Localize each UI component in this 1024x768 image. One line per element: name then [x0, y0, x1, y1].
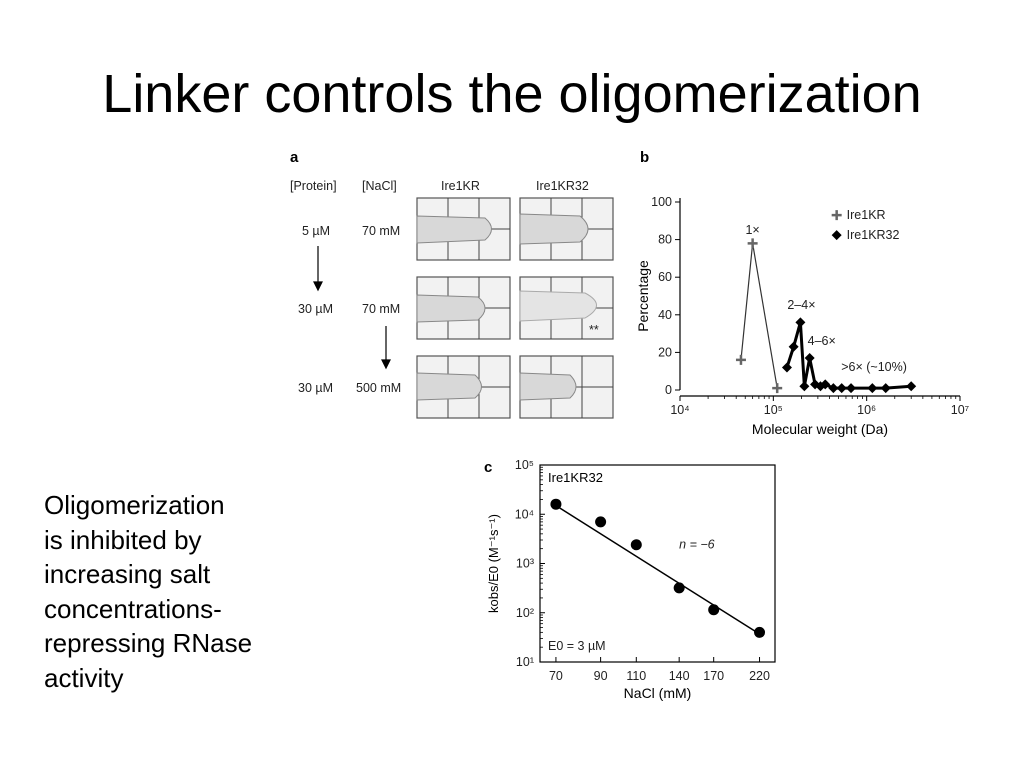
- x-tick-label: 10⁶: [857, 403, 876, 417]
- y-tick-label: 60: [658, 270, 672, 284]
- annotation: n = −6: [679, 538, 714, 552]
- data-point-diamond: [788, 341, 799, 352]
- annotation: >6× (~10%): [841, 360, 907, 374]
- data-point-plus: [772, 383, 783, 394]
- data-point-diamond: [867, 383, 878, 394]
- row-1-protein: 5 µM: [302, 224, 330, 238]
- y-tick-label: 10²: [516, 606, 534, 620]
- data-point-diamond: [906, 381, 917, 392]
- image-cell: [519, 355, 614, 419]
- slide-title: Linker controls the oligomerization: [102, 64, 922, 124]
- panel-a: a [Protein] [NaCl] Ire1KR Ire1KR32 5 µM …: [290, 149, 614, 419]
- annotation: 1×: [745, 223, 759, 237]
- series-line-ire1kr32: [785, 321, 912, 390]
- image-cell: **: [519, 276, 614, 340]
- legend-label: Ire1KR: [847, 208, 886, 222]
- y-tick-label: 80: [658, 233, 672, 247]
- data-point: [673, 582, 685, 594]
- body-line: increasing salt: [44, 559, 211, 589]
- series-line-ire1kr: [740, 243, 778, 389]
- x-tick-label: 220: [749, 669, 770, 683]
- x-axis-label: Molecular weight (Da): [752, 421, 888, 437]
- row-3-protein: 30 µM: [298, 381, 333, 395]
- y-axis-label: kobs/E0 (M⁻¹s⁻¹): [486, 514, 501, 613]
- data-point-diamond: [804, 353, 815, 364]
- significance-mark: **: [589, 323, 599, 337]
- panel-c-label: c: [484, 459, 492, 476]
- data-point-diamond: [781, 362, 792, 373]
- y-tick-label: 40: [658, 308, 672, 322]
- row-1-nacl: 70 mM: [362, 224, 400, 238]
- data-point-diamond: [836, 383, 847, 394]
- x-tick-label: 110: [626, 669, 646, 683]
- body-line: is inhibited by: [44, 524, 202, 555]
- data-point-diamond: [880, 383, 891, 394]
- row-3-nacl: 500 mM: [356, 381, 401, 395]
- y-tick-label: 10⁴: [515, 507, 534, 521]
- body-line: concentrations-: [44, 593, 222, 624]
- y-tick-label: 0: [665, 383, 672, 397]
- row-2-nacl: 70 mM: [362, 302, 400, 316]
- x-tick-label: 170: [703, 669, 724, 683]
- panel-title: Ire1KR32: [548, 470, 603, 485]
- body-line: activity: [44, 662, 124, 693]
- plot-frame: [539, 464, 776, 663]
- legend-marker-diamond: [831, 230, 842, 241]
- col-header-protein: [Protein]: [290, 179, 337, 193]
- y-axis-label: Percentage: [635, 260, 651, 332]
- x-tick-label: 70: [549, 669, 563, 683]
- col-header-ire1kr32: Ire1KR32: [536, 179, 589, 193]
- image-cell: [519, 197, 614, 261]
- slide-body-text: Oligomerization is inhibited by increasi…: [44, 488, 304, 695]
- data-point-diamond: [810, 379, 821, 390]
- annotation: 2–4×: [787, 298, 815, 312]
- chart-b: b 0 20 40 60 80 100 10⁴ 10⁵ 10⁶ 10⁷ Molecular weigh…: [635, 149, 970, 437]
- data-point-diamond: [828, 383, 839, 394]
- x-tick-label: 140: [669, 669, 690, 683]
- panel-a-label: a: [290, 149, 299, 166]
- data-point-diamond: [846, 383, 857, 394]
- data-point-plus: [735, 354, 746, 365]
- col-header-ire1kr: Ire1KR: [441, 179, 480, 193]
- annotation: 4–6×: [808, 334, 836, 348]
- data-point-diamond: [795, 317, 806, 328]
- data-point: [595, 516, 607, 528]
- legend-label: Ire1KR32: [847, 228, 900, 242]
- data-point: [630, 539, 642, 551]
- data-point: [754, 626, 766, 638]
- arrow-down-icon: [381, 326, 391, 370]
- x-tick-label: 10⁴: [670, 403, 689, 417]
- y-tick-label: 10¹: [516, 655, 534, 669]
- col-header-nacl: [NaCl]: [362, 179, 397, 193]
- image-cell: [416, 197, 511, 261]
- x-tick-label: 90: [594, 669, 608, 683]
- panel-b-label: b: [640, 149, 649, 166]
- body-line: repressing RNase: [44, 628, 253, 658]
- y-tick-label: 10³: [516, 557, 534, 571]
- x-tick-label: 10⁷: [951, 403, 970, 417]
- row-2-protein: 30 µM: [298, 302, 333, 316]
- y-tick-label: 20: [658, 345, 672, 359]
- annotation: E0 = 3 µM: [548, 639, 606, 653]
- data-point-plus: [747, 238, 758, 249]
- fit-line: [555, 504, 760, 635]
- y-tick-label: 100: [651, 195, 672, 209]
- data-point-diamond: [820, 379, 831, 390]
- image-cell: [416, 355, 511, 419]
- y-tick-label: 10⁵: [515, 458, 534, 472]
- data-point: [708, 604, 720, 616]
- image-cell: [416, 276, 511, 340]
- body-line: Oligomerization: [44, 490, 225, 520]
- x-tick-label: 10⁵: [764, 403, 783, 417]
- x-axis-label: NaCl (mM): [624, 685, 692, 701]
- legend-marker-plus: [831, 210, 842, 221]
- arrow-down-icon: [313, 246, 323, 292]
- data-point-diamond: [799, 381, 810, 392]
- data-point: [550, 498, 562, 510]
